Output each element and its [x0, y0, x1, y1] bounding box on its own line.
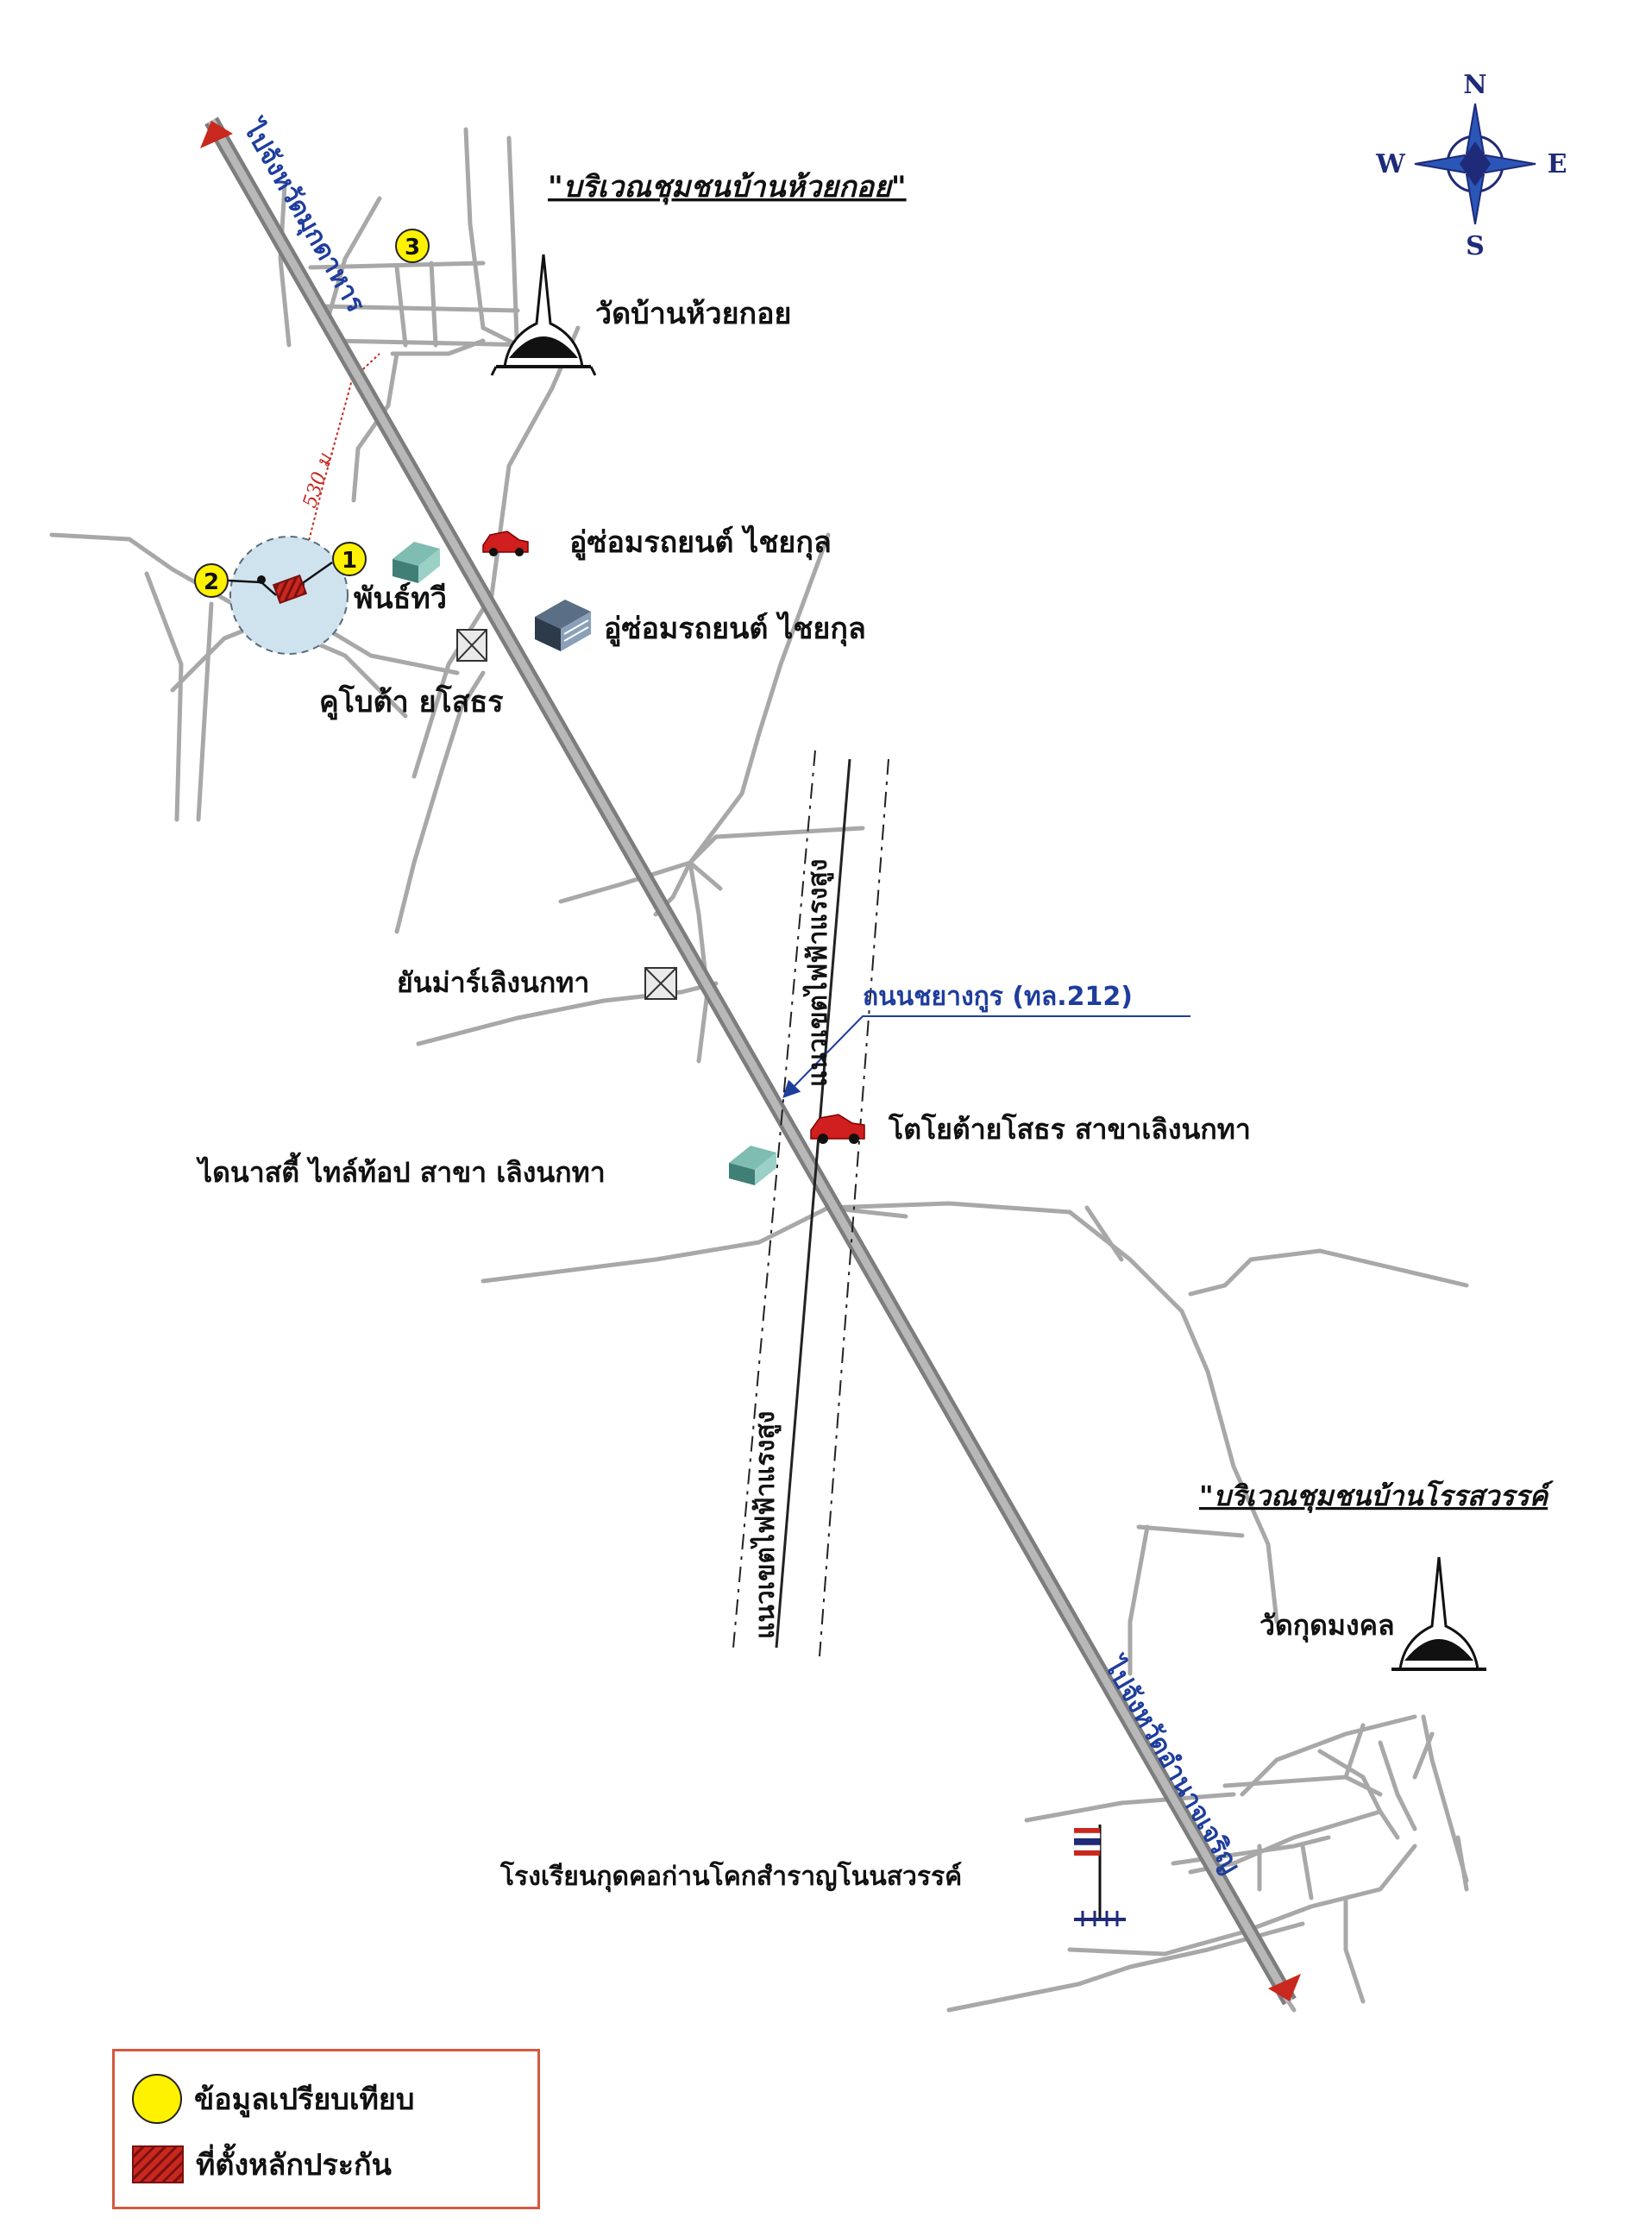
car-icon — [810, 1114, 865, 1144]
stupa-icon — [1391, 1556, 1486, 1671]
marker-3-label: 3 — [405, 235, 420, 261]
legend-hatch-icon — [132, 2145, 184, 2183]
legend-row-comparison: ข้อมูลเปรียบเทียบ — [132, 2074, 414, 2124]
community-south-label: "บริเวณชุมชนบ้านโรรสวรรค์ — [1199, 1479, 1554, 1513]
garage-2-label: อู่ซ่อมรถยนต์ ไชยกุล — [604, 611, 866, 647]
box-icon — [456, 629, 487, 662]
temple-south-label: วัดกุดมงคล — [1259, 1609, 1395, 1643]
marker-3 — [395, 229, 430, 263]
school-flag-icon — [1073, 1825, 1126, 1926]
minor-roads — [49, 127, 1469, 2013]
compass-s: S — [1466, 231, 1485, 261]
car-icon — [482, 531, 529, 556]
marker-2-label: 2 — [204, 569, 219, 595]
phanthawi-label: พันธ์ทวี — [354, 581, 447, 616]
building-icon — [535, 600, 591, 651]
warehouse-icon — [729, 1146, 776, 1185]
legend-circle-icon — [132, 2074, 182, 2124]
stupa-icon — [490, 254, 597, 376]
yanmar-label: ยันม่าร์เลิงนกทา — [397, 966, 589, 999]
legend-row-collateral: ที่ตั้งหลักประกัน — [132, 2141, 392, 2188]
garage-1-label: อู่ซ่อมรถยนต์ ไชยกุล — [569, 525, 832, 561]
marker-1-label: 1 — [342, 548, 357, 574]
distance-label: 530 ม. — [299, 446, 339, 511]
school-label: โรงเรียนกุดคอก่านโคกสำราญโนนสวรรค์ — [499, 1860, 962, 1893]
dynasty-label: ไดนาสตี้ ไทล์ท้อป สาขา เลิงนกทา — [196, 1152, 606, 1189]
community-north-label: "บริเวณชุมชนบ้านห้วยกอย" — [548, 170, 907, 205]
toyota-label: โตโยต้ายโสธร สาขาเลิงนกทา — [888, 1113, 1251, 1146]
compass-n: N — [1463, 70, 1486, 100]
to-south-label: ไปจังหวัดอำนาจเจริญ — [1097, 1650, 1247, 1879]
south-arrow-head — [1268, 1974, 1301, 2001]
marker-1 — [332, 542, 367, 576]
compass-w: W — [1375, 149, 1406, 179]
collateral-plot — [272, 574, 308, 605]
marker-2 — [194, 563, 229, 598]
legend-comparison-label: ข้อมูลเปรียบเทียบ — [194, 2082, 415, 2117]
powerline-top-label: แนวเขตไฟฟ้าแรงสูง — [802, 859, 834, 1087]
north-arrow-head — [200, 121, 233, 148]
legend-collateral-label: ที่ตั้งหลักประกัน — [196, 2148, 392, 2183]
temple-north-label: วัดบ้านห้วยกอย — [595, 297, 791, 331]
box-icon — [644, 967, 677, 1000]
kubota-label: คูโบต้า ยโสธร — [319, 684, 504, 720]
road-label-pointer — [782, 1015, 1190, 1098]
compass-e: E — [1548, 149, 1567, 179]
powerline-bottom-label: แนวเขตไฟฟ้าแรงสูง — [750, 1411, 782, 1639]
powerline-corridor — [732, 750, 889, 1657]
compass-rose-icon — [1414, 103, 1536, 225]
legend: ข้อมูลเปรียบเทียบ ที่ตั้งหลักประกัน — [112, 2049, 540, 2209]
warehouse-icon — [393, 542, 440, 583]
road-name-label: ถนนชยางกูร (ทล.212) — [863, 982, 1133, 1013]
